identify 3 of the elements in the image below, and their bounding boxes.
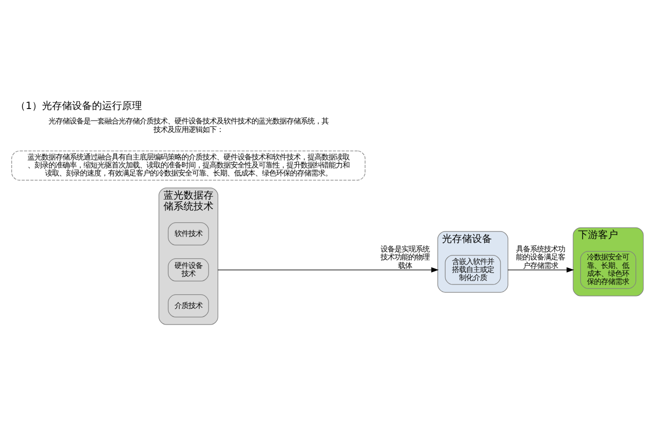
arrow [508, 267, 574, 272]
arrow [218, 267, 439, 272]
diagram-title: （1）光存储设备的运行原理 [16, 100, 142, 112]
